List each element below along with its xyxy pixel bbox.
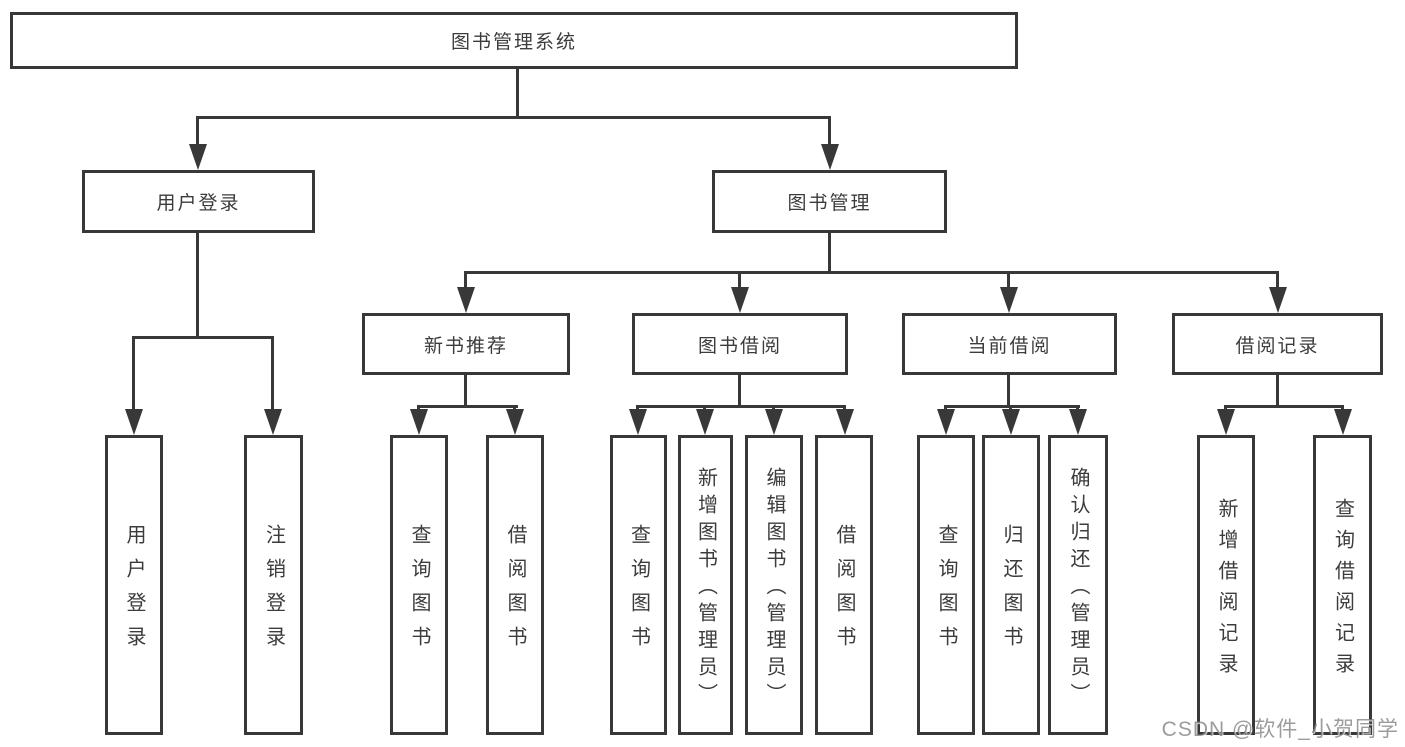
csdn-watermark: CSDN @软件_小贺同学 — [1161, 718, 1399, 741]
leaf-add-borrow-record-label: 新增借阅记录 — [1215, 497, 1237, 684]
arrow-down-icon — [506, 409, 524, 435]
connector-borrow-bus — [636, 405, 846, 408]
node-new-book-recommendation: 新书推荐 — [362, 313, 570, 375]
connector-stub-user-login — [196, 116, 199, 148]
connector-level2-bus — [196, 116, 831, 119]
arrow-down-icon — [821, 144, 839, 170]
leaf-query-books-current-label: 查询图书 — [935, 524, 957, 660]
arrow-down-icon — [1334, 409, 1352, 435]
node-user-login: 用户登录 — [82, 170, 315, 233]
leaf-borrow-books-recommend-label: 借阅图书 — [504, 524, 526, 660]
leaf-logout-label: 注销登录 — [262, 524, 285, 660]
node-book-borrowing-label: 图书借阅 — [697, 335, 782, 357]
connector-login-drop — [196, 233, 199, 336]
node-current-borrowing: 当前借阅 — [902, 313, 1117, 375]
connector-records-drop — [1276, 375, 1279, 408]
connector-stub-borrow — [738, 271, 741, 289]
arrow-down-icon — [125, 409, 143, 435]
node-book-borrowing: 图书借阅 — [632, 313, 848, 375]
leaf-user-login: 用户登录 — [105, 435, 163, 735]
arrow-down-icon — [696, 409, 714, 435]
connector-current-bus — [944, 405, 1080, 408]
arrow-down-icon — [1002, 409, 1020, 435]
node-book-management-label: 图书管理 — [787, 193, 872, 214]
arrow-down-icon — [1000, 287, 1018, 313]
arrow-down-icon — [264, 409, 282, 435]
node-root-label: 图书管理系统 — [450, 32, 577, 53]
leaf-return-books: 归还图书 — [982, 435, 1040, 735]
leaf-user-login-label: 用户登录 — [123, 524, 145, 660]
leaf-confirm-return-admin: 确认归还（管理员） — [1048, 435, 1108, 735]
arrow-down-icon — [937, 409, 955, 435]
node-borrowing-records-label: 借阅记录 — [1235, 335, 1320, 357]
leaf-query-books-recommend: 查询图书 — [390, 435, 448, 735]
leaf-confirm-return-admin-label: 确认归还（管理员） — [1067, 467, 1089, 710]
leaf-query-books-borrow-label: 查询图书 — [627, 524, 650, 660]
arrow-down-icon — [1269, 287, 1287, 313]
connector-login-bus — [132, 336, 274, 339]
connector-borrow-drop — [738, 375, 741, 408]
connector-records-bus — [1224, 405, 1344, 408]
connector-management-drop — [828, 233, 831, 273]
arrow-down-icon — [410, 409, 428, 435]
arrow-down-icon — [731, 287, 749, 313]
leaf-edit-book-admin-label: 编辑图书（管理员） — [763, 467, 785, 710]
leaf-query-borrow-record-label: 查询借阅记录 — [1331, 497, 1354, 684]
arrow-down-icon — [457, 287, 475, 313]
node-new-book-recommendation-label: 新书推荐 — [423, 335, 508, 357]
leaf-borrow-books-recommend: 借阅图书 — [486, 435, 544, 735]
leaf-add-book-admin: 新增图书（管理员） — [678, 435, 733, 735]
connector-recommend-drop — [464, 375, 467, 408]
connector-stub-leaf — [132, 336, 135, 412]
arrow-down-icon — [1217, 409, 1235, 435]
connector-stub-recommend — [464, 271, 467, 289]
arrow-down-icon — [765, 409, 783, 435]
leaf-borrow-books-borrow: 借阅图书 — [815, 435, 873, 735]
arrow-down-icon — [629, 409, 647, 435]
connector-stub-leaf — [271, 336, 274, 412]
connector-recommend-bus — [417, 405, 518, 408]
leaf-query-borrow-record: 查询借阅记录 — [1313, 435, 1372, 735]
leaf-query-books-current: 查询图书 — [917, 435, 975, 735]
connector-level3-bus — [464, 271, 1279, 274]
leaf-logout: 注销登录 — [244, 435, 303, 735]
connector-stub-current — [1007, 271, 1010, 289]
leaf-add-borrow-record: 新增借阅记录 — [1197, 435, 1255, 735]
node-root: 图书管理系统 — [10, 12, 1018, 69]
leaf-return-books-label: 归还图书 — [1000, 524, 1022, 660]
node-user-login-label: 用户登录 — [156, 193, 241, 214]
node-current-borrowing-label: 当前借阅 — [967, 335, 1052, 357]
leaf-query-books-recommend-label: 查询图书 — [408, 524, 430, 660]
node-borrowing-records: 借阅记录 — [1172, 313, 1383, 375]
leaf-query-books-borrow: 查询图书 — [610, 435, 667, 735]
node-book-management: 图书管理 — [712, 170, 947, 233]
arrow-down-icon — [189, 144, 207, 170]
connector-stub-records — [1276, 271, 1279, 289]
connector-stub-book-management — [828, 116, 831, 148]
leaf-add-book-admin-label: 新增图书（管理员） — [694, 467, 717, 710]
leaf-edit-book-admin: 编辑图书（管理员） — [745, 435, 803, 735]
leaf-borrow-books-borrow-label: 借阅图书 — [833, 524, 855, 660]
connector-current-drop — [1007, 375, 1010, 408]
arrow-down-icon — [1069, 409, 1087, 435]
arrow-down-icon — [836, 409, 854, 435]
connector-root-drop — [516, 67, 519, 116]
